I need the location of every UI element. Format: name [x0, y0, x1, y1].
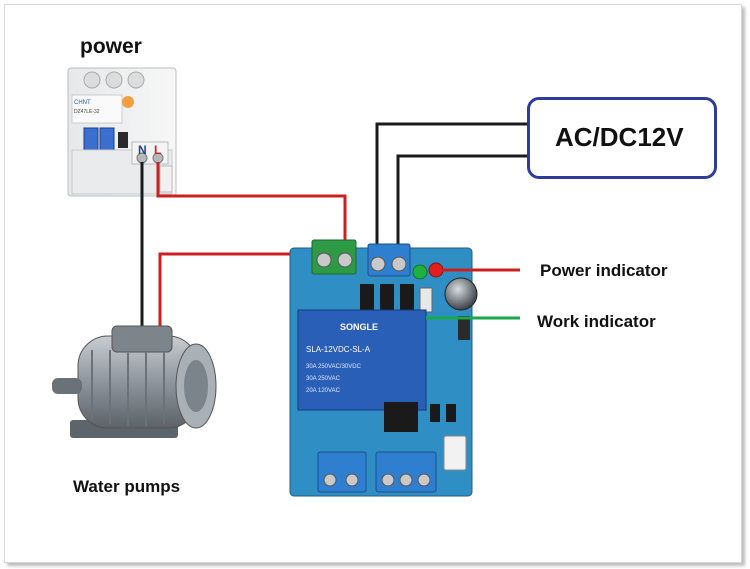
- relay-board: SONGLE SLA-12VDC-SL-A 30A 250VAC/30VDC 3…: [289, 239, 478, 497]
- sensor-connector: [443, 435, 467, 471]
- water-pumps-label: Water pumps: [73, 477, 181, 496]
- relay: [297, 309, 427, 411]
- power-indicator-label: Power indicator: [540, 261, 668, 280]
- supply-wires: [375, 122, 527, 252]
- supply-label: AC/DC12V: [555, 122, 684, 152]
- capacitor: [444, 277, 478, 311]
- supply-box: [527, 97, 717, 179]
- circuit-breaker: CHNT DZ47LE-32 N L: [67, 67, 177, 197]
- ic-chip: [384, 402, 418, 432]
- relay-model: SLA-12VDC-SL-A: [306, 345, 371, 354]
- breaker-terminal-l: L: [154, 143, 161, 157]
- breaker-terminal-n: N: [138, 143, 147, 157]
- live-wire: [156, 162, 347, 258]
- relay-rating-3: 20A 120VAC: [306, 388, 341, 394]
- power-label: power: [80, 35, 142, 58]
- work-indicator-label: Work indicator: [537, 312, 656, 331]
- breaker-model: DZ47LE-32: [74, 109, 100, 115]
- breaker-brand: CHNT: [74, 100, 91, 106]
- relay-brand: SONGLE: [340, 322, 378, 332]
- supply-wire-1: [375, 122, 527, 252]
- water-pump-motor: [52, 325, 217, 438]
- relay-rating-2: 30A 250VAC: [306, 376, 341, 382]
- supply-wire-2: [396, 154, 527, 252]
- power-led: [428, 262, 444, 278]
- output-terminal-left: [317, 451, 367, 493]
- work-led: [412, 264, 428, 280]
- relay-rating-1: 30A 250VAC/30VDC: [306, 364, 362, 370]
